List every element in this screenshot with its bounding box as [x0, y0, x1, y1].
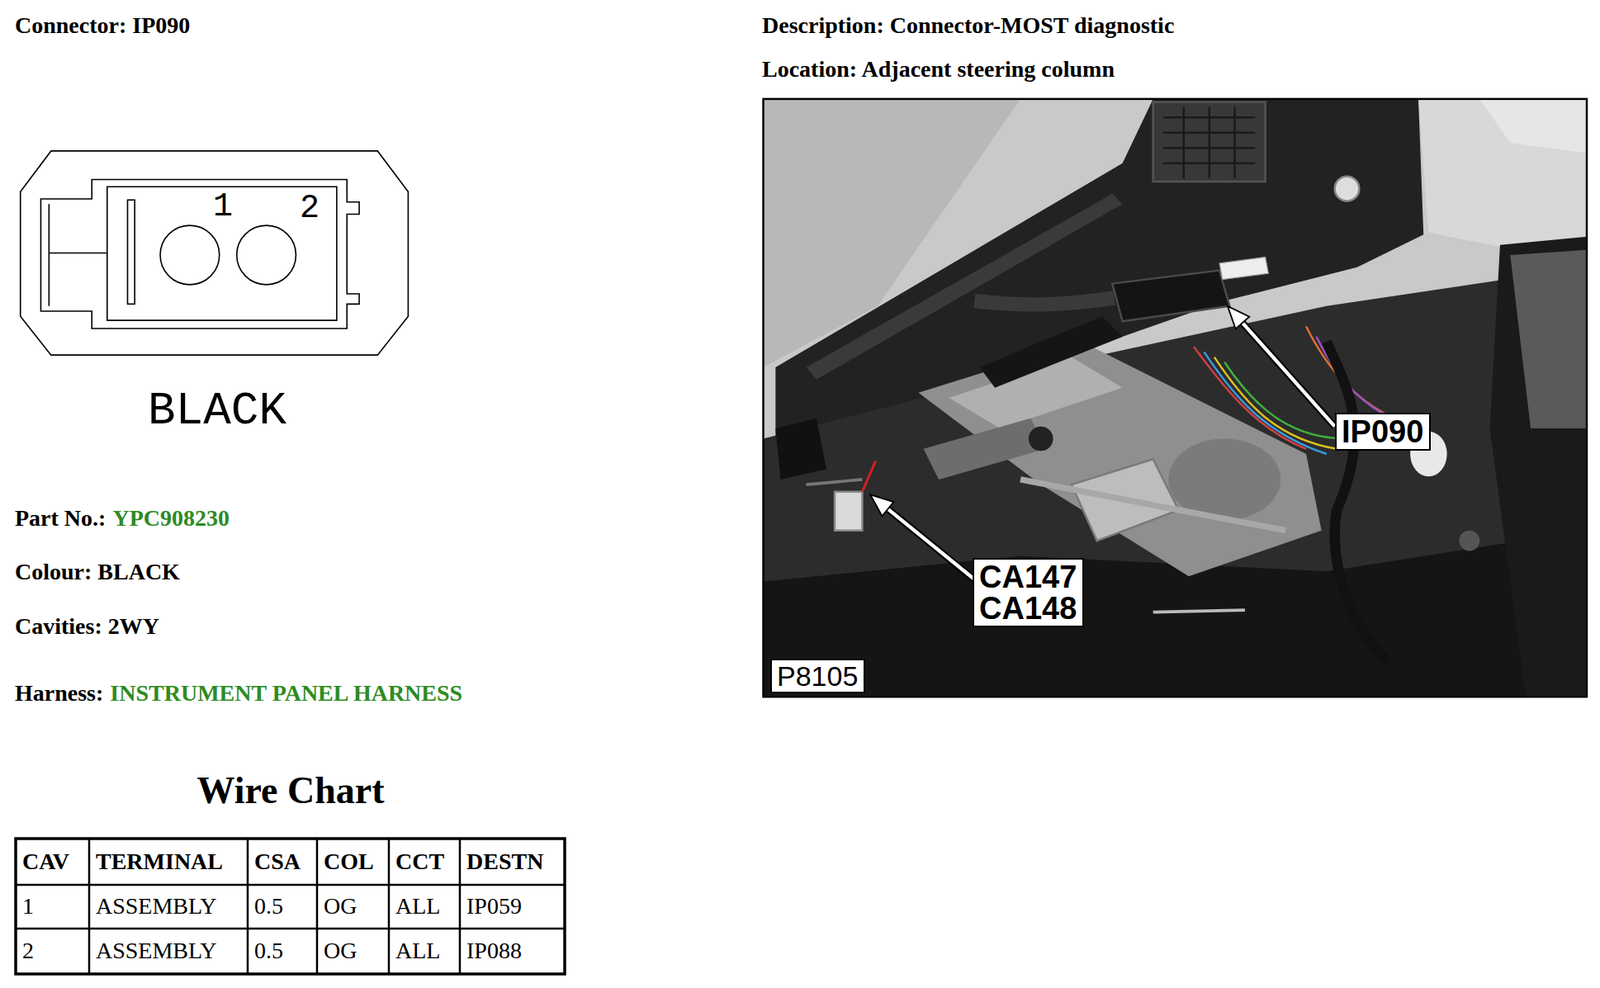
photo-reference: P8105 [770, 658, 866, 694]
connector-latch [48, 203, 107, 307]
table-header: COL [323, 848, 374, 876]
table-cell: ALL [395, 937, 441, 965]
pin-number: 2 [299, 189, 320, 228]
table-header: DESTN [466, 848, 544, 876]
leader-arrow [887, 509, 975, 580]
connector-colour: BLACK [147, 384, 287, 438]
label-text: IP090 [1341, 416, 1425, 448]
location-photo [1458, 530, 1480, 552]
label-text: CA147 CA148 [979, 561, 1078, 625]
location-photo [1020, 479, 1286, 531]
location-photo [805, 479, 862, 485]
callout-label: CA147 CA148 [972, 558, 1085, 628]
field-label: Cavities: 2WY [14, 613, 160, 640]
table-title: Wire Chart [197, 769, 385, 814]
location-photo [1326, 341, 1388, 663]
location-photo [1163, 107, 1255, 180]
pin-number: 1 [213, 188, 233, 227]
location-photo [763, 267, 1587, 697]
location-photo [1510, 250, 1587, 429]
connector-cavity-frame [107, 186, 337, 321]
leader-arrow [1242, 322, 1335, 427]
location-photo [834, 492, 862, 531]
wire-chart-grid [15, 838, 565, 975]
table-cell: ALL [395, 893, 441, 920]
table-cell: ASSEMBLY [95, 893, 218, 920]
field-label: Harness: [14, 680, 104, 707]
location-photo [1168, 438, 1281, 521]
location-photo [1153, 610, 1245, 612]
location-photo [1334, 176, 1360, 202]
field-label: Colour: BLACK [14, 558, 180, 586]
table-cell: 0.5 [254, 893, 284, 920]
callout-label: IP090 [1334, 412, 1431, 451]
wire-chart-grid [15, 838, 565, 975]
location-photo [775, 418, 827, 480]
location-photo [918, 341, 1321, 577]
field-label: Part No.: [14, 505, 106, 532]
table-cell: IP059 [466, 893, 522, 920]
location-photo [1153, 102, 1266, 182]
table-cell: IP088 [466, 937, 522, 965]
connector-housing [20, 151, 409, 356]
location-photo [1418, 99, 1587, 256]
leader-arrow [887, 509, 975, 580]
wire-chart-grid [15, 838, 565, 975]
location-photo [1112, 270, 1230, 322]
label-text: P8105 [776, 662, 859, 691]
connector-face [20, 151, 409, 356]
table-header: CCT [395, 848, 445, 876]
table-header: TERMINAL [95, 848, 223, 876]
location-photo [1490, 236, 1587, 697]
harness-name: INSTRUMENT PANEL HARNESS [109, 680, 463, 707]
location-photo [923, 418, 1047, 480]
table-cell: ASSEMBLY [95, 937, 218, 965]
table-header: CAV [22, 848, 70, 876]
description: Description: Connector-MOST diagnostic [762, 12, 1174, 39]
location-photo [861, 461, 876, 493]
location-photo [1028, 426, 1054, 452]
arrow-head [870, 494, 894, 516]
pin-cavity [236, 225, 297, 285]
connector-body [40, 179, 360, 329]
photo-frame [763, 99, 1587, 697]
location-photo [763, 99, 1587, 697]
table-cell: 0.5 [254, 937, 284, 965]
table-cell: OG [323, 893, 357, 920]
table-cell: 2 [22, 937, 34, 965]
connector-heading: Connector: IP090 [14, 12, 190, 39]
location-photo [979, 316, 1123, 389]
location-photo [763, 99, 1587, 697]
part-number: YPC908230 [112, 505, 230, 532]
connector-key [127, 199, 136, 304]
location-photo [763, 99, 1587, 697]
location: Location: Adjacent steering column [762, 56, 1115, 83]
arrow-head [1227, 306, 1250, 330]
location-photo [974, 298, 1114, 305]
table-cell: OG [323, 937, 357, 965]
location-photo [1479, 99, 1587, 154]
table-header: CSA [254, 848, 301, 876]
leader-arrow [1242, 322, 1335, 427]
location-photo [1219, 256, 1269, 280]
pin-cavity [160, 225, 220, 285]
table-cell: 1 [22, 893, 34, 920]
